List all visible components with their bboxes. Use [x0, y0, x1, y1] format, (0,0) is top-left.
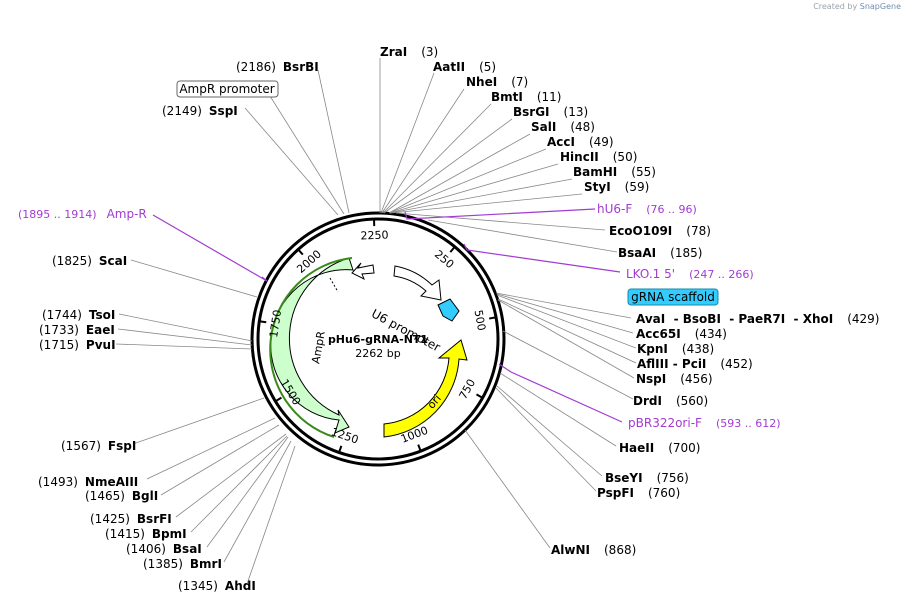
site-nmeaiii[interactable]: (1493)NmeAIII: [38, 475, 138, 489]
site-bseyi[interactable]: BseYI(756): [605, 471, 689, 485]
site-afliii[interactable]: AflIII - PciI(452): [637, 357, 753, 371]
primer-leaders: [152, 208, 623, 423]
site-eaei[interactable]: (1733)EaeI: [39, 323, 115, 337]
feature-ampr-arrow[interactable]: [270, 257, 354, 434]
primer-amp-r[interactable]: (1895 .. 1914)Amp-R: [18, 207, 147, 221]
site-bmti[interactable]: BmtI(11): [491, 90, 562, 104]
site-bamhi[interactable]: BamHI(55): [573, 165, 656, 179]
plasmid-size: 2262 bp: [355, 347, 400, 360]
scale-tick: [296, 247, 304, 256]
site-bsrbi[interactable]: (2186)BsrBI: [236, 60, 319, 74]
site-styi[interactable]: StyI(59): [584, 180, 649, 194]
site-pspfi[interactable]: PspFI(760): [597, 486, 680, 500]
site-aatii[interactable]: AatII(5): [433, 60, 496, 74]
feature-u6-promoter-start: [351, 262, 375, 281]
site-drdi[interactable]: DrdI(560): [633, 394, 708, 408]
site-ahdi[interactable]: (1345)AhdI: [178, 579, 256, 593]
site-bsaai[interactable]: BsaAI(185): [618, 246, 702, 260]
label-grna-scaffold[interactable]: gRNA scaffold: [631, 290, 715, 304]
scale-tick: [274, 396, 282, 403]
site-ecoo109i[interactable]: EcoO109I(78): [609, 224, 711, 238]
scale-tick: [258, 320, 267, 324]
scale-tick: [488, 316, 498, 320]
grna-scaffold-box: [627, 288, 719, 306]
scale-tick-label: 2250: [360, 229, 388, 243]
snapgene-credit: Created by SnapGene: [813, 2, 901, 11]
label-ampr: AmpR: [309, 330, 328, 365]
site-pvui[interactable]: (1715)PvuI: [39, 338, 116, 352]
primer-labels: hU6-F(76 .. 96) LKO.1 5'(247 .. 266) pBR…: [18, 202, 781, 430]
scale-tick-label: 1750: [267, 309, 284, 339]
site-sali[interactable]: SalI(48): [531, 120, 595, 134]
site-fspi[interactable]: (1567)FspI: [61, 439, 136, 453]
scale-tick: [337, 445, 343, 454]
site-bsai[interactable]: (1406)BsaI: [126, 542, 202, 556]
backbone-inner-ring: [256, 217, 500, 461]
scale-tick: [475, 393, 484, 400]
site-acc65i[interactable]: Acc65I(434): [636, 327, 727, 341]
site-bsrgi[interactable]: BsrGI(13): [513, 105, 588, 119]
backbone-outer-ring: [250, 211, 506, 467]
site-nhei[interactable]: NheI(7): [466, 75, 528, 89]
label-ampr-promoter[interactable]: AmpR promoter: [179, 82, 274, 96]
scale-tick-label: 1250: [329, 425, 360, 446]
ampr-promoter-box: [176, 80, 279, 98]
site-alwni[interactable]: AlwNI(868): [551, 543, 636, 557]
scale-tick-label: 250: [432, 248, 456, 271]
site-bmri[interactable]: (1385)BmrI: [143, 557, 222, 571]
feature-grna-scaffold[interactable]: [437, 298, 460, 322]
site-haeii[interactable]: HaeII(700): [619, 441, 701, 455]
feature-ori-arrow[interactable]: [383, 339, 468, 438]
scale-tick: [417, 444, 422, 453]
site-acci[interactable]: AccI(49): [547, 135, 614, 149]
site-labels: ZraI(3) AatII(5) NheI(7) BmtI(11) BsrGI(…: [38, 45, 879, 593]
leader-lines: [115, 58, 637, 585]
site-bpmi[interactable]: (1415)BpmI: [105, 527, 187, 541]
scale-tick: [449, 245, 457, 253]
site-bsrfi[interactable]: (1425)BsrFI: [90, 512, 172, 526]
site-hincii[interactable]: HincII(50): [560, 150, 637, 164]
credit-prefix: Created by: [813, 2, 858, 11]
scale-tick-label: 500: [471, 309, 488, 332]
primer-hu6-f[interactable]: hU6-F(76 .. 96): [597, 202, 697, 216]
ampr-promoter-dash: [329, 277, 339, 293]
site-avai[interactable]: AvaI - BsoBI - PaeR7I - XhoI(429): [636, 312, 879, 326]
site-scai[interactable]: (1825)ScaI: [52, 254, 127, 268]
site-kpni[interactable]: KpnI(438): [637, 342, 714, 356]
site-sspi[interactable]: (2149)SspI: [162, 104, 238, 118]
site-tsoi[interactable]: (1744)TsoI: [42, 308, 115, 322]
scale-tick-label: 750: [457, 377, 479, 402]
site-zrai[interactable]: ZraI(3): [380, 45, 438, 59]
site-nspi[interactable]: NspI(456): [636, 372, 713, 386]
site-bgli[interactable]: (1465)BglI: [85, 489, 158, 503]
primer-lko1-5[interactable]: LKO.1 5'(247 .. 266): [626, 267, 754, 281]
scale-tick-label: 2000: [294, 248, 324, 276]
plasmid-name: pHu6-gRNA-NT1: [328, 333, 428, 346]
feature-u6-promoter-arrow[interactable]: [393, 265, 442, 301]
credit-brand: SnapGene: [859, 2, 901, 11]
ampr-green-track: [269, 257, 353, 438]
primer-pbr322ori-f[interactable]: pBR322ori-F(593 .. 612): [628, 416, 781, 430]
